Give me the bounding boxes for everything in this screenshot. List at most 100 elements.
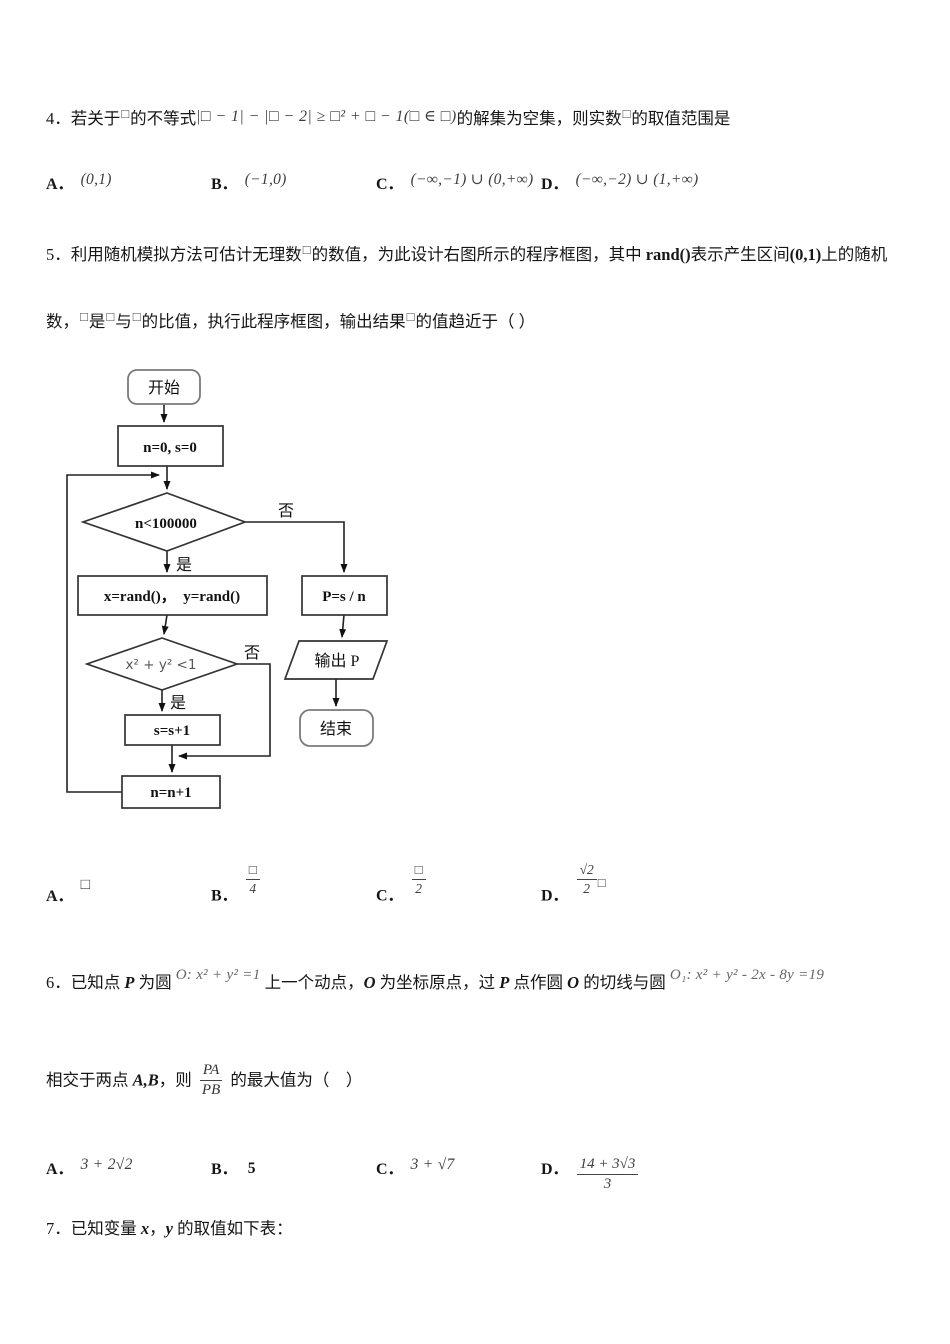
text-segment: 上的随机 [821, 245, 888, 264]
end-node [299, 709, 374, 747]
s-increment-node [124, 714, 221, 746]
text-segment: 表示产生区间 [690, 245, 790, 264]
init-node-label: n=0, s=0 [143, 440, 197, 456]
edge-rand-cond2 [161, 614, 169, 635]
start-node-label: 开始 [148, 379, 180, 397]
text-segment: x [140, 1219, 150, 1238]
text-segment: 的比值，执行此程序框图，输出结果 [141, 312, 406, 331]
option-label: C． [376, 887, 404, 905]
n-increment-node [121, 775, 221, 809]
option-fraction: □4 [245, 862, 260, 896]
circle-condition-node [84, 637, 240, 691]
option-label: B． [211, 1161, 238, 1178]
option-value: □ [80, 875, 91, 893]
text-segment: P [499, 973, 510, 992]
yes-label-1: 是 [176, 557, 192, 574]
loop-condition-node [80, 492, 248, 552]
text-segment: 为坐标原点，过 [375, 973, 500, 992]
q6-line2-mid: ，则 [158, 1070, 196, 1090]
text-segment: O [363, 973, 376, 992]
question-4-text: 4．若关于□的不等式|□ − 1| − |□ − 2| ≥ □² + □ − 1… [46, 104, 730, 135]
option-5b: B． □4 [211, 862, 376, 906]
option-4b: B．(−1,0) [211, 170, 376, 194]
option-fraction: □2 [411, 862, 426, 896]
text-segment: □ [121, 106, 130, 121]
option-value: (−∞,−2) ∪ (1,+∞) [575, 171, 699, 188]
question-5-text-line1: 5．利用随机模拟方法可估计无理数□的数值，为此设计右图所示的程序框图，其中 ra… [46, 240, 887, 271]
option-4d: D．(−∞,−2) ∪ (1,+∞) [541, 170, 698, 194]
text-segment: 4．若关于 [46, 109, 121, 128]
text-segment: 的取值如下表： [172, 1219, 293, 1238]
option-suffix: □ [597, 874, 606, 890]
output-node [283, 640, 389, 680]
option-label: A． [46, 176, 74, 193]
text-segment: 为圆 [134, 973, 176, 992]
option-label: B． [211, 887, 238, 905]
option-4a: A．(0,1) [46, 170, 211, 194]
q6-line2-suffix: 的最大值为（ ） [226, 1070, 363, 1090]
n-increment-label: n=n+1 [150, 785, 191, 801]
q6-line2-pre: 相交于两点 [46, 1070, 133, 1090]
question-7-text: 7．已知变量 x，y 的取值如下表： [46, 1214, 293, 1244]
init-node [117, 425, 224, 467]
edge-passign-output [339, 614, 347, 638]
q6-points-ab: A,B [132, 1070, 159, 1090]
fraction-denominator: 2 [583, 880, 591, 896]
text-segment: 的切线与圆 [579, 973, 670, 992]
fraction-denominator: 3 [603, 1176, 612, 1192]
p-assign-node [301, 575, 388, 616]
program-flowchart: 开始 n=0, s=0 n<100000 否 是 x=rand()， y=ran… [66, 369, 389, 809]
option-4c: C．(−∞,−1) ∪ (0,+∞) [376, 170, 541, 194]
rand-node [77, 575, 268, 616]
text-segment: ， [149, 1219, 166, 1238]
text-segment: O: x² + y² =1 [175, 967, 261, 983]
option-6a: A．3 + 2√2 [46, 1155, 211, 1179]
option-value: (−∞,−1) ∪ (0,+∞) [410, 171, 534, 188]
rand-node-label: x=rand()， y=rand() [104, 589, 240, 605]
end-node-label: 结束 [320, 720, 352, 738]
text-segment: 数， [46, 312, 79, 331]
text-segment: □ [106, 309, 115, 324]
text-segment: □ [132, 309, 141, 324]
text-segment: 5．利用随机模拟方法可估计无理数 [46, 245, 302, 264]
option-5a: A．□ [46, 876, 211, 906]
text-segment: y [165, 1219, 173, 1238]
text-segment: □ [406, 309, 415, 324]
option-label: D． [541, 1161, 569, 1178]
option-label: A． [46, 1161, 74, 1178]
text-segment: 的取值范围是 [631, 109, 731, 128]
edge-cond1-no [245, 521, 348, 573]
option-5c: C． □2 [376, 862, 541, 906]
loop-condition-label: n<100000 [135, 516, 197, 532]
text-segment: 点作圆 [509, 973, 568, 992]
fraction-numerator: 14 + 3√3 [576, 1156, 639, 1175]
fraction-numerator: √2 [576, 862, 597, 880]
circle-condition-label: x² + y² <1 [126, 657, 197, 673]
option-label: C． [376, 1161, 404, 1178]
option-6b: B．5 [211, 1155, 376, 1179]
text-segment: (0,1) [789, 245, 822, 264]
text-segment: □ [622, 106, 631, 121]
text-segment: □ [302, 242, 311, 257]
text-segment: O [567, 973, 580, 992]
p-assign-label: P=s / n [322, 589, 366, 605]
text-segment: |□ − 1| − |□ − 2| ≥ □² + □ − 1(□ ∈ □) [196, 108, 457, 125]
question-5-text-line2: 数，□是□与□的比值，执行此程序框图，输出结果□的值趋近于（ ） [46, 307, 535, 338]
fraction-numerator: □ [245, 862, 260, 880]
text-segment: 的数值，为此设计右图所示的程序框图，其中 [311, 245, 646, 264]
text-segment: rand() [645, 245, 691, 264]
yes-label-2: 是 [170, 695, 186, 712]
text-segment: O₁: x² + y² - 2x - 8y =19 [669, 967, 825, 983]
no-label-1: 否 [278, 503, 294, 520]
text-segment: 上一个动点， [260, 973, 364, 992]
option-label: D． [541, 887, 569, 905]
fraction-denominator: 2 [415, 880, 423, 896]
text-segment: □ [80, 309, 88, 324]
